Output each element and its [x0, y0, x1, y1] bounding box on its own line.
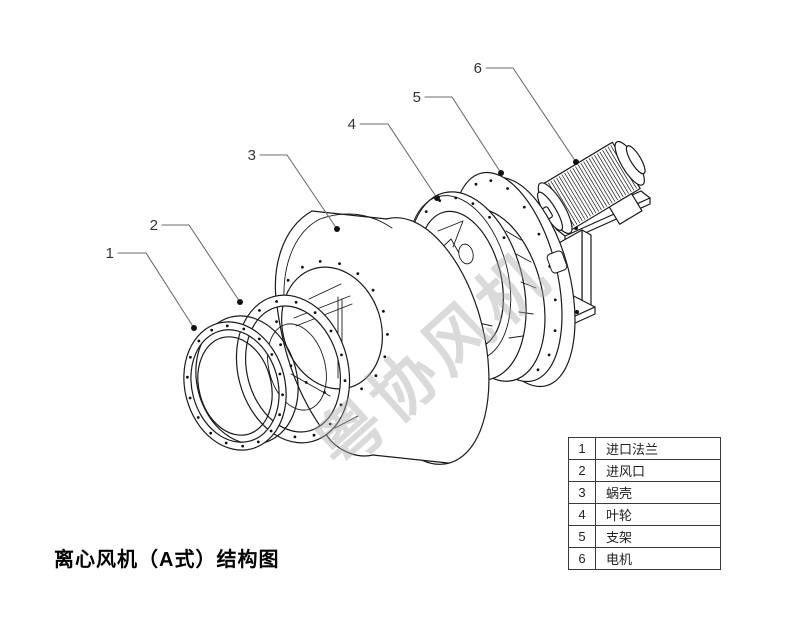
callout-number-6: 6 [474, 60, 482, 77]
impeller-hub [458, 243, 474, 265]
part-name: 支架 [595, 525, 721, 548]
callout-dots [191, 159, 579, 331]
motor-terminal-box [608, 193, 643, 225]
part-number: 2 [568, 459, 596, 482]
table-row: 6 电机 [568, 547, 721, 570]
inlet-cone-bottom-edge [334, 415, 359, 429]
part-name: 进口法兰 [595, 437, 721, 460]
parts-legend-table: 1 进口法兰 2 进风口 3 蜗壳 4 叶轮 5 支架 6 电机 [568, 437, 721, 570]
callout-dot-4 [434, 195, 440, 201]
callout-number-2: 2 [150, 217, 158, 234]
part-name: 进风口 [595, 459, 721, 482]
table-row: 2 进风口 [568, 459, 721, 482]
part-number: 3 [568, 481, 596, 504]
table-row: 5 支架 [568, 525, 721, 548]
part-number: 6 [568, 547, 596, 570]
casing-front-face-rim [283, 213, 393, 299]
leader-line-2 [161, 224, 241, 303]
leader-line-6 [485, 67, 577, 163]
flange-front-ring [183, 321, 287, 451]
leader-line-4 [359, 123, 438, 199]
leader-line-5 [424, 96, 502, 174]
callout-leaders [117, 67, 577, 329]
table-row: 4 叶轮 [568, 503, 721, 526]
callout-dot-5 [498, 170, 504, 176]
part-number: 4 [568, 503, 596, 526]
motor-body [528, 140, 646, 235]
callout-dot-3 [334, 226, 340, 232]
inlet-cone-top-edge [308, 283, 342, 300]
bracket-plate-tab [546, 250, 568, 274]
part-name: 叶轮 [595, 503, 721, 526]
callout-dot-1 [191, 325, 197, 331]
inlet-cone-throat [267, 323, 327, 411]
callout-number-4: 4 [348, 116, 356, 133]
inlet-cone-ring [235, 294, 351, 444]
leader-line-1 [117, 252, 195, 329]
callout-number-1: 1 [106, 245, 114, 262]
part-name: 蜗壳 [595, 481, 721, 504]
casing-front-face-outline [274, 210, 374, 457]
part-number: 5 [568, 525, 596, 548]
inlet-flange-part [183, 315, 299, 451]
callout-dot-2 [237, 299, 243, 305]
callout-number-5: 5 [413, 89, 421, 106]
page-title: 离心风机（A式）结构图 [54, 549, 280, 571]
part-number: 1 [568, 437, 596, 460]
leader-line-3 [259, 154, 338, 230]
table-row: 1 进口法兰 [568, 437, 721, 460]
motor-part [528, 140, 651, 243]
motor-fins [545, 145, 637, 228]
table-row: 3 蜗壳 [568, 481, 721, 504]
flange-bolts [186, 324, 284, 448]
callout-number-3: 3 [248, 147, 256, 164]
callout-dot-6 [573, 159, 579, 165]
casing-drum-top-edge [311, 210, 388, 220]
casing-drum-bottom-edge [372, 454, 449, 464]
callout-numbers: 1 2 3 4 5 6 [106, 60, 482, 262]
flange-bore [197, 336, 273, 436]
part-name: 电机 [595, 547, 721, 570]
motor-fan-cover [625, 145, 646, 175]
bracket-column-side [581, 229, 592, 310]
